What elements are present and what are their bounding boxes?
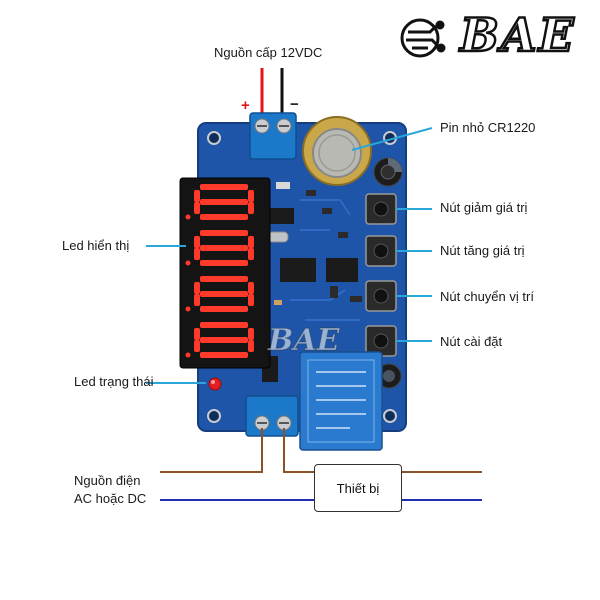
segment-f bbox=[194, 190, 200, 202]
label-btn-set: Nút cài đặt bbox=[440, 334, 503, 349]
decimal-point bbox=[185, 352, 191, 358]
decimal-point bbox=[185, 260, 191, 266]
button-move bbox=[365, 280, 397, 312]
capacitor bbox=[373, 157, 403, 187]
segment-c bbox=[248, 340, 254, 352]
display-digit bbox=[185, 230, 254, 266]
callout-lines bbox=[146, 127, 433, 384]
segment-g bbox=[200, 337, 248, 343]
segment-b bbox=[248, 236, 254, 248]
label-plus: + bbox=[241, 97, 250, 114]
display-digit bbox=[185, 322, 254, 358]
capacitor-2 bbox=[376, 363, 402, 389]
wire-ac-brown-1 bbox=[160, 428, 263, 473]
segment-f bbox=[194, 328, 200, 340]
callout-battery bbox=[351, 127, 433, 151]
segment-d bbox=[200, 306, 248, 312]
relay bbox=[299, 351, 383, 451]
display-digit bbox=[185, 184, 254, 220]
segment-a bbox=[200, 322, 248, 328]
label-btn-increase: Nút tăng giá trị bbox=[440, 243, 525, 258]
segment-c bbox=[248, 202, 254, 214]
label-power-supply: Nguồn cấp 12VDC bbox=[214, 45, 323, 60]
label-btn-move: Nút chuyển vị trí bbox=[440, 289, 534, 304]
segment-d bbox=[200, 260, 248, 266]
label-minus: − bbox=[290, 96, 299, 113]
label-led-status: Led trạng thái bbox=[74, 374, 154, 389]
segment-g bbox=[200, 245, 248, 251]
segment-c bbox=[248, 248, 254, 260]
segment-c bbox=[248, 294, 254, 306]
segment-d bbox=[200, 214, 248, 220]
segment-g bbox=[200, 291, 248, 297]
segment-b bbox=[248, 190, 254, 202]
display-digit bbox=[185, 276, 254, 312]
segment-f bbox=[194, 282, 200, 294]
decimal-point bbox=[185, 214, 191, 220]
label-btn-decrease: Nút giảm giá trị bbox=[440, 200, 528, 215]
segment-a bbox=[200, 230, 248, 236]
battery-cr1220 bbox=[302, 116, 372, 186]
segment-b bbox=[248, 282, 254, 294]
label-source-line2: AC hoặc DC bbox=[74, 491, 147, 506]
watermark: BAE bbox=[267, 323, 341, 358]
label-led-display: Led hiển thị bbox=[62, 238, 130, 253]
segment-b bbox=[248, 328, 254, 340]
segment-g bbox=[200, 199, 248, 205]
segment-e bbox=[194, 202, 200, 214]
wire-ac-brown-2 bbox=[283, 428, 314, 473]
segment-e bbox=[194, 340, 200, 352]
segment-e bbox=[194, 248, 200, 260]
button-decrease bbox=[365, 193, 397, 225]
ac-wiring bbox=[160, 428, 482, 501]
segment-d bbox=[200, 352, 248, 358]
logo-emblem bbox=[400, 18, 446, 58]
segment-e bbox=[194, 294, 200, 306]
label-source-line1: Nguồn điện bbox=[74, 473, 141, 488]
status-led bbox=[204, 372, 226, 394]
power-terminal bbox=[249, 112, 297, 160]
label-battery: Pin nhỏ CR1220 bbox=[440, 120, 536, 135]
segment-a bbox=[200, 276, 248, 282]
segment-a bbox=[200, 184, 248, 190]
device-label: Thiết bị bbox=[336, 480, 380, 496]
decimal-point bbox=[185, 306, 191, 312]
button-increase bbox=[365, 235, 397, 267]
segment-f bbox=[194, 236, 200, 248]
output-terminal bbox=[245, 395, 299, 437]
device-box: Thiết bị bbox=[314, 464, 402, 512]
logo-text: BAE bbox=[459, 7, 576, 64]
seven-segment-display bbox=[179, 177, 271, 369]
